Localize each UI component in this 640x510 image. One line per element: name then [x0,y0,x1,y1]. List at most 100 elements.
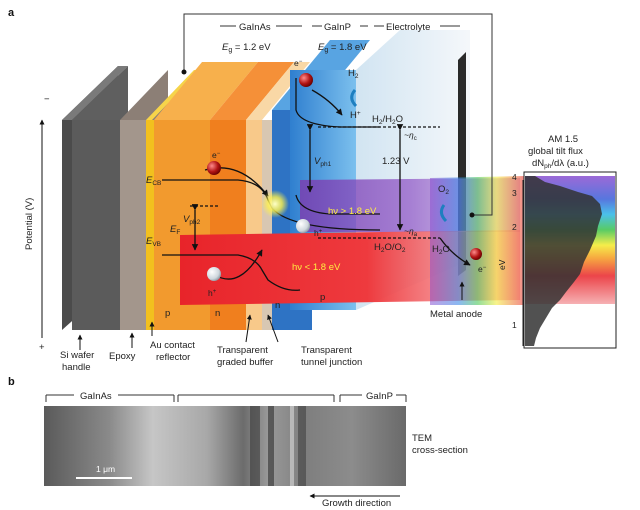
si-wafer-side [72,120,120,330]
electron-label-1: e [212,150,217,160]
panel-b: GaInAs GaInP 1 μm TEM cross-section Grow… [44,391,468,509]
growth-direction: Growth direction [322,498,391,509]
ev-tick-2: 2 [512,222,517,232]
svg-text:H2: H2 [348,68,359,80]
svg-text:dNph/dλ (a.u.): dNph/dλ (a.u.) [532,158,589,170]
recombination-glow [261,190,289,218]
h2o-label: H [432,244,439,255]
layer-n2: n [275,300,280,311]
au-label-1: Au contact [150,340,195,351]
header-electrolyte: Electrolyte [386,22,430,33]
header-galnp: GaInP [324,22,351,33]
h2o-o2-label: H [374,242,381,253]
svg-text:H2O/O2: H2O/O2 [374,242,406,254]
svg-text:h+: h+ [208,288,217,298]
svg-text:EF: EF [170,224,180,236]
svg-text:ECB: ECB [146,175,161,187]
scale-label: 1 μm [96,464,115,474]
si-wafer-label-1: Si wafer [60,350,94,361]
tem-image [44,406,406,486]
panel-b-galnp: GaInP [366,391,393,402]
h2-label: H [348,68,355,79]
svg-text:O2: O2 [438,184,449,196]
svg-text:e−: e− [212,150,221,160]
svg-text:EVB: EVB [146,236,161,248]
buffer-label-1: Transparent [217,345,268,356]
header-labels: GaInAs GaInP Electrolyte Eg = 1.2 eV Eg … [181,13,493,218]
tunnel-label-1: Transparent [301,345,352,356]
svg-text:~ηc: ~ηc [404,130,417,142]
hplus-label: H [350,110,357,121]
header-galnas: GaInAs [239,22,271,33]
vph2-label: V [183,214,191,225]
si-wafer-label-2: handle [62,362,91,373]
epoxy-layer [120,120,146,330]
ev-tick-4: 4 [512,172,517,182]
vph1-label: V [314,156,322,167]
panel-a-label: a [8,7,15,19]
electron-anode [470,248,482,260]
epoxy-label: Epoxy [109,351,136,362]
svg-text:Vph2: Vph2 [183,214,201,226]
svg-text:H2/H2O: H2/H2O [372,114,403,126]
layer-p2: p [320,292,325,303]
ecb-label: E [146,175,153,186]
tem-label-2: cross-section [412,445,468,456]
ev-tick-1: 1 [512,320,517,330]
eg-galnas-e: E [222,42,229,53]
metal-anode-label: Metal anode [430,309,482,320]
svg-text:e−: e− [294,58,303,68]
svg-text:h+: h+ [314,228,323,238]
hole-galnas [207,267,221,281]
plus-sign: + [39,342,45,353]
minus-sign: − [44,94,50,105]
potential-axis: − + Potential (V) [24,94,50,353]
eta-c-label: ~η [404,130,414,140]
h2-reaction-arrow [350,89,358,108]
o2-reaction-arrow [439,204,448,223]
hv-high-label: hν > 1.8 eV [328,206,377,217]
electron-galnas [207,161,221,175]
ev-tick-3: 3 [512,188,517,198]
component-leaders [77,281,465,350]
spectrum-title-3: dN [532,158,544,169]
spectrum-inset: AM 1.5 global tilt flux dNph/dλ (a.u.) 4… [497,134,617,349]
layer-p1: p [165,308,170,319]
electron-label-2: e [294,58,299,68]
au-label-2: reflector [156,352,190,363]
hole-galnp [296,219,310,233]
spectrum-title-1: AM 1.5 [548,134,578,145]
band-diagram [162,78,471,291]
buffer-label-2: graded buffer [217,357,273,368]
svg-text:Eg = 1.8 eV: Eg = 1.8 eV [318,42,367,54]
h2-h2o-label: H [372,114,379,125]
svg-text:Vph1: Vph1 [314,156,332,168]
si-wafer-top [62,66,128,120]
component-labels: Si wafer handle Epoxy Au contact reflect… [60,309,482,373]
svg-text:~ηa: ~ηa [404,226,418,238]
layer-n1: n [215,308,220,319]
svg-text:Eg = 1.2 eV: Eg = 1.2 eV [222,42,271,54]
potential-label: Potential (V) [24,198,35,250]
o2-label: O [438,184,445,195]
panel-b-galnas: GaInAs [80,391,112,402]
electron-label-3: e [478,264,483,274]
electron-galnp [299,73,313,87]
hv-low-label: hν < 1.8 eV [292,262,341,273]
v123-label: 1.23 V [382,156,410,167]
diagram-labels: ECB EVB EF Vph2 Vph1 e− h+ e− h+ e− hν >… [146,58,487,319]
eg-galnp-e: E [318,42,325,53]
svg-text:H+: H+ [350,110,361,121]
ev-axis-label: eV [497,259,507,270]
svg-text:H2O: H2O [432,244,450,256]
eta-a-label: ~η [404,226,414,236]
evb-label: E [146,236,153,247]
svg-text:e−: e− [478,264,487,274]
eg-galnas-value: = 1.2 eV [232,42,271,53]
spectrum-curve [525,176,602,346]
panel-b-label: b [8,376,15,388]
hole-label-1: h [208,288,213,298]
ef-label: E [170,224,177,235]
au-contact-layer [146,120,154,330]
